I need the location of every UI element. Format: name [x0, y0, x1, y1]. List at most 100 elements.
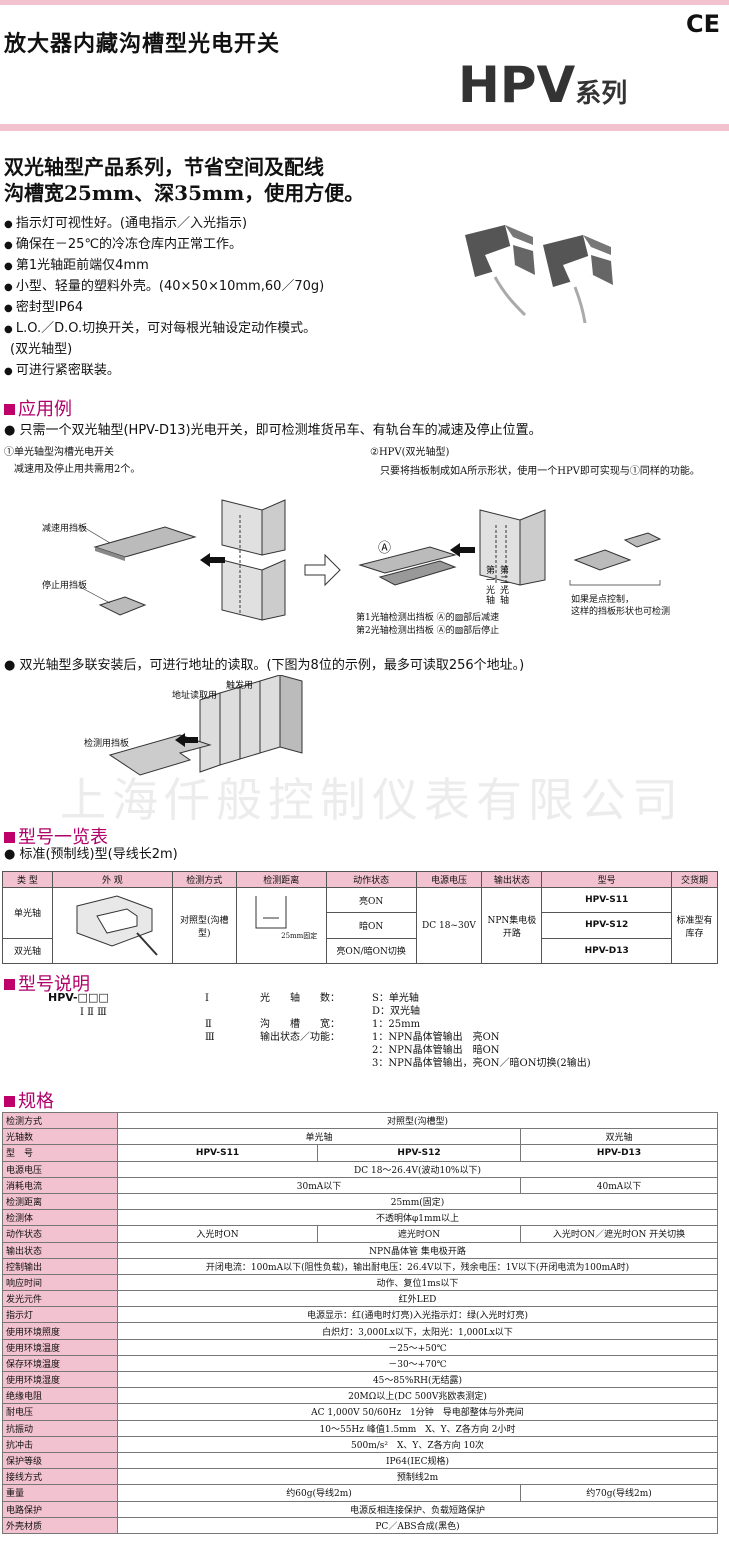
table-cell: 双光轴: [2, 937, 53, 965]
series-suffix: 系列: [575, 79, 628, 109]
table-cell: DC 18~30V: [415, 887, 483, 964]
feature-item: 小型、轻量的塑料外壳。(40×50×10mm,60／70g): [4, 277, 444, 298]
table-cell: 单光轴: [117, 1128, 521, 1146]
table-cell: 型 号: [2, 1144, 118, 1162]
label-axis-2: 第二光轴: [500, 566, 510, 606]
table-cell: IP64(IEC规格): [117, 1451, 718, 1470]
table-row: 暗ON HPV-S12: [3, 912, 718, 939]
note-axis-2: 第2光轴检测出挡板 Ⓐ的▧部后停止: [356, 626, 500, 636]
label-stop-plate: 停止用挡板: [42, 581, 88, 591]
models-table: 类 型 外 观 检测方式 检测距离 动作状态 电源电压 输出状态 型号 交货期 …: [2, 871, 718, 965]
table-cell: 20MΩ以上(DC 500V兆欧表测定): [117, 1387, 718, 1405]
table-cell: NPN集电极开路: [481, 887, 543, 964]
spec-row: 指示灯电源显示：红(通电时灯亮)入光指示灯：绿(入光时灯亮): [2, 1306, 718, 1324]
table-cell: 对照型(沟槽型): [117, 1111, 718, 1130]
table-cell: 红外LED: [117, 1290, 718, 1308]
table-cell: 遮光时ON: [317, 1225, 521, 1243]
label-a: Ⓐ: [378, 541, 392, 556]
models-sub: ● 标准(预制线)型(导线长2m): [4, 847, 178, 862]
table-cell: 电源电压: [415, 871, 483, 888]
section-models: 型号一览表: [4, 823, 108, 849]
spot-note-2: 这样的挡板形状也可检测: [571, 607, 671, 617]
single-axis-sensors: [221, 499, 286, 621]
table-cell: DC 18～26.4V(波动10%以下): [117, 1160, 718, 1178]
app-left-title: ①单光轴型沟槽光电开关: [4, 447, 114, 458]
note-axis-1: 第1光轴检测出挡板 Ⓐ的▨部后减速: [356, 613, 500, 623]
table-cell: 检测体: [2, 1209, 118, 1227]
spec-row: 发光元件红外LED: [2, 1290, 718, 1308]
spec-row: 控制输出开闭电流：100mA以下(阻性负载)，输出耐电压：26.4V以下，残余电…: [2, 1257, 718, 1275]
models-header-row: 类 型 外 观 检测方式 检测距离 动作状态 电源电压 输出状态 型号 交货期: [2, 871, 718, 888]
spec-row: 光轴数单光轴双光轴: [2, 1128, 718, 1146]
app-right-title: ②HPV(双光轴型): [370, 447, 450, 458]
spot-plates: [573, 532, 662, 571]
feature-item: 指示灯可视性好。(通电指示／入光指示): [4, 214, 444, 235]
table-cell: 10～55Hz 峰值1.5mm X、Y、Z各方向 2小时: [117, 1419, 718, 1437]
table-cell: PC／ABS合成(黑色): [117, 1516, 718, 1534]
arrow-left-2: [450, 543, 475, 557]
table-cell: 开闭电流：100mA以下(阻性负载)，输出耐电压：26.4V以下，残余电压：1V…: [117, 1257, 718, 1275]
table-cell: 使用环境照度: [2, 1322, 118, 1340]
app-left-desc: 减速用及停止用共需用2个。: [14, 464, 141, 475]
table-cell: 输出状态: [481, 871, 543, 888]
plate-a: [358, 546, 457, 586]
multi-mount-note: ● 双光轴型多联安装后，可进行地址的读取。(下图为8位的示例，最多可读取256个…: [4, 658, 525, 673]
table-cell: 使用环境温度: [2, 1338, 118, 1356]
model-code: HPV-□□□: [48, 991, 109, 1004]
page-title: 放大器内藏沟槽型光电开关: [4, 32, 281, 57]
feature-item: 可进行紧密联装。: [4, 361, 444, 382]
sensor-appearance-icon: [76, 895, 159, 956]
table-cell: 检测方式: [2, 1111, 118, 1130]
table-cell: 发光元件: [2, 1290, 118, 1308]
table-cell: 抗冲击: [2, 1435, 118, 1453]
spec-row: 接线方式预制线2m: [2, 1468, 718, 1486]
arrow-left-1: [200, 553, 225, 567]
table-cell: 白炽灯：3,000Lx以下，太阳光：1,000Lx以下: [117, 1322, 718, 1340]
section-application: 应用例: [4, 395, 72, 421]
table-cell: 亮ON/暗ON切换: [325, 937, 417, 965]
table-cell: HPV-S12: [317, 1144, 521, 1162]
distance-cell: 25mm固定: [235, 887, 327, 964]
distance-icon: [255, 896, 287, 929]
watermark: 上海仟般控制仪表有限公司: [60, 773, 684, 827]
table-cell: 电源电压: [2, 1160, 118, 1178]
table-cell: 检测距离: [235, 871, 327, 888]
table-cell: HPV-S11: [541, 886, 673, 914]
label-axis-1: 第一光轴: [486, 566, 496, 606]
table-cell: 亮ON: [325, 886, 417, 914]
spec-row: 电路保护电源反相连接保护、负载短路保护: [2, 1500, 718, 1518]
table-cell: 抗振动: [2, 1419, 118, 1437]
table-row: 双光轴 亮ON/暗ON切换 HPV-D13: [2, 937, 718, 965]
table-cell: AC 1,000V 50/60Hz 1分钟 导电部整体与外壳间: [117, 1403, 718, 1421]
feature-item: 第1光轴距前端仅4mm: [4, 256, 444, 277]
label-address: 地址读取用: [172, 691, 218, 701]
table-cell: 电源反相连接保护、负载短路保护: [117, 1500, 718, 1518]
table-cell: 外 观: [51, 871, 173, 888]
table-cell: 外壳材质: [2, 1516, 118, 1534]
table-cell: 标准型有库存: [671, 887, 718, 964]
sensor-photo-2: [543, 235, 613, 324]
model-code-roman: Ⅰ Ⅱ Ⅲ: [80, 1007, 107, 1018]
table-cell: 检测距离: [2, 1192, 118, 1211]
table-cell: 约60g(导线2m): [117, 1484, 521, 1502]
application-diagram: [79, 499, 662, 621]
spec-row: 重量约60g(导线2m)约70g(导线2m): [2, 1484, 718, 1502]
table-cell: 响应时间: [2, 1273, 118, 1292]
spot-note-1: 如果是点控制，: [571, 595, 635, 605]
section-model-explain: 型号说明: [4, 970, 90, 996]
product-photo: [465, 225, 613, 324]
spec-row: 保存环境温度－30～+70℃: [2, 1354, 718, 1373]
table-cell: 入光时ON: [117, 1225, 318, 1243]
app-intro: ● 只需一个双光轴型(HPV-D13)光电开关，即可检测堆货吊车、有轨台车的减速…: [4, 423, 542, 438]
table-cell: －30～+70℃: [117, 1354, 718, 1373]
